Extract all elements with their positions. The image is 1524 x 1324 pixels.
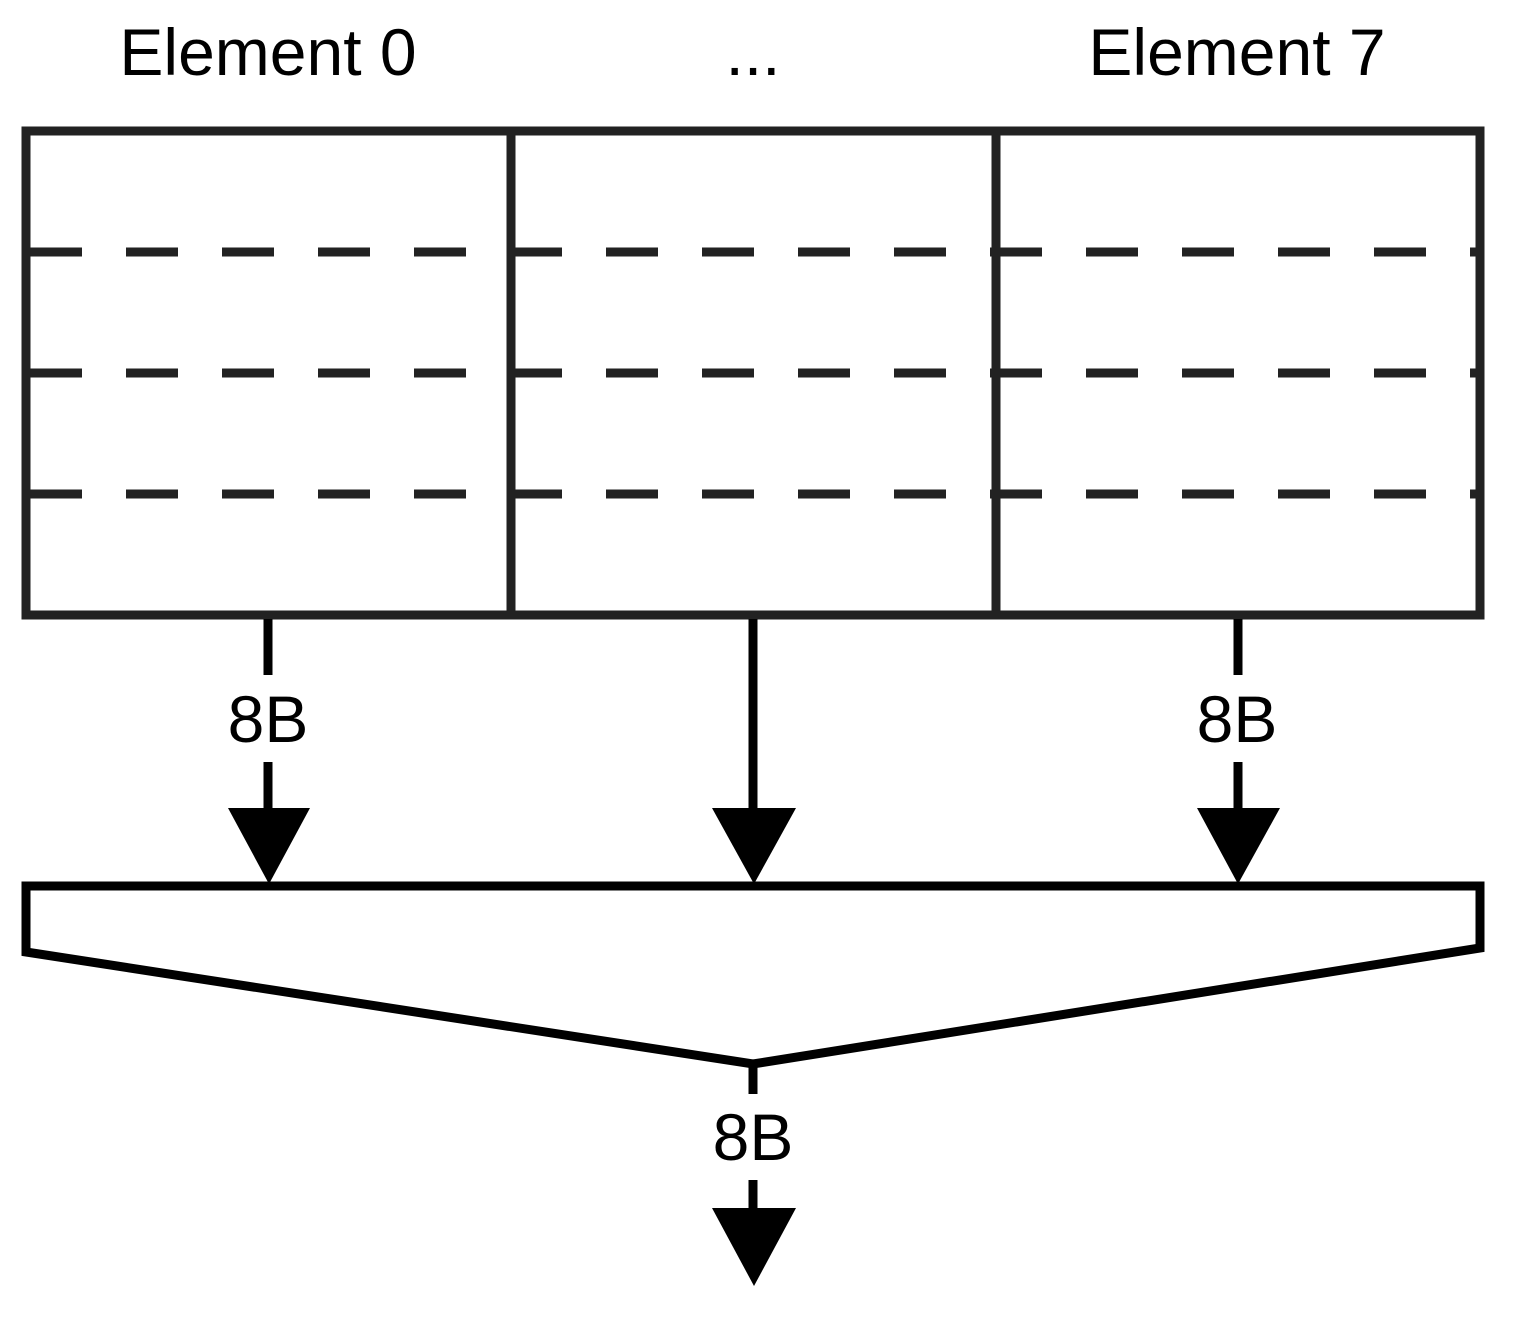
label-element-7: Element 7 — [1088, 15, 1385, 89]
arrow-output-head — [712, 1208, 796, 1286]
arrow-output-label: 8B — [713, 1100, 794, 1174]
multiplexer — [21, 881, 1485, 1069]
register-box — [21, 126, 1485, 620]
arrow-right-label: 8B — [1197, 682, 1278, 756]
register-outline — [21, 126, 1485, 620]
label-ellipsis: ... — [725, 15, 780, 89]
arrow-left: 8B — [228, 619, 310, 884]
arrow-middle-head — [712, 808, 796, 884]
arrow-middle — [712, 619, 796, 884]
arrow-right: 8B — [1197, 619, 1280, 884]
arrow-right-head — [1197, 808, 1280, 884]
label-element-0: Element 0 — [119, 15, 416, 89]
arrow-output: 8B — [712, 1066, 796, 1286]
arrow-left-label: 8B — [228, 682, 309, 756]
arrow-left-head — [228, 808, 310, 884]
